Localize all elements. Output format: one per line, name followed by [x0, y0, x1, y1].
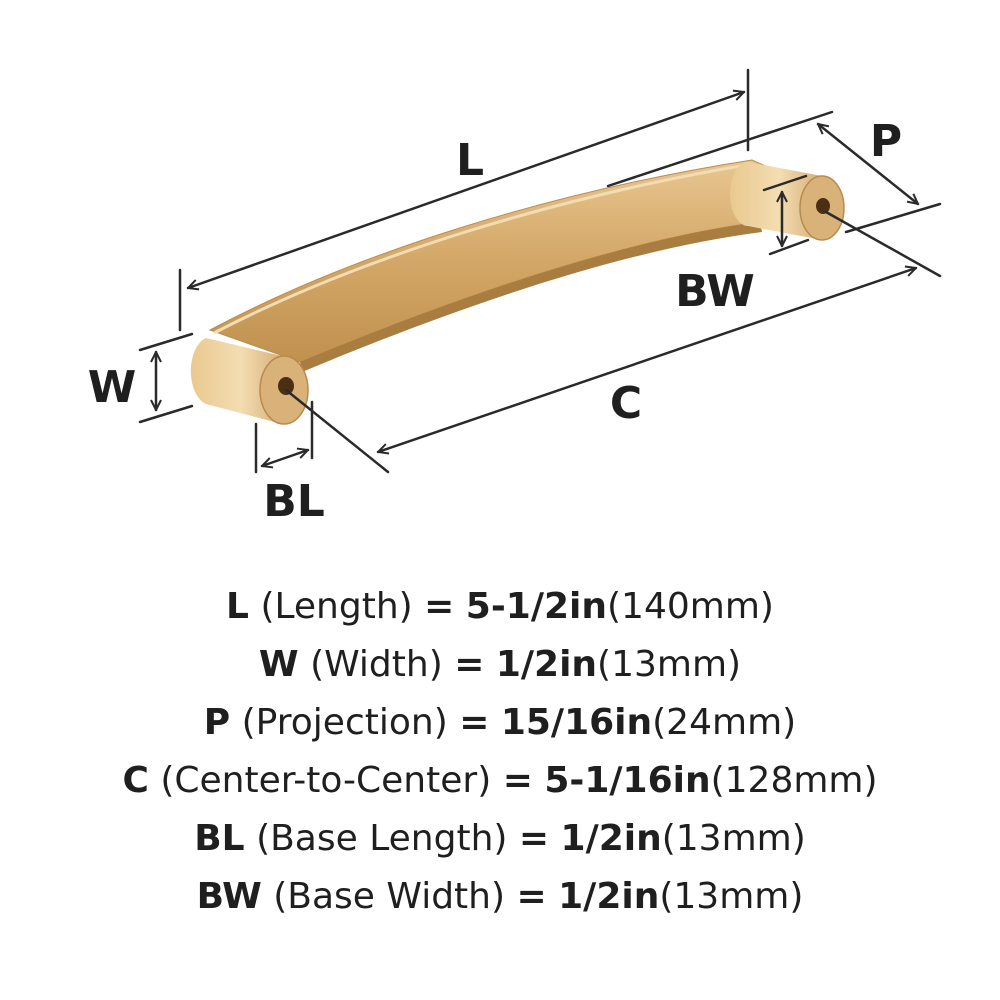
spec-metric: (128mm) [710, 760, 878, 801]
spec-imperial: 1/2in [560, 818, 662, 859]
spec-code: L [226, 586, 249, 627]
spec-equals: = [516, 876, 547, 917]
spec-equals: = [424, 586, 455, 627]
spec-name: (Center-to-Center) [160, 760, 492, 801]
spec-code: W [258, 644, 299, 685]
label-BL: BL [263, 476, 325, 527]
label-P: P [870, 116, 902, 167]
spec-name: (Base Width) [273, 876, 506, 917]
spec-equals: = [454, 644, 485, 685]
spec-equals: = [502, 760, 533, 801]
spec-metric: (140mm) [607, 586, 774, 627]
spec-metric: (13mm) [661, 818, 806, 859]
handle-bar [208, 159, 789, 363]
label-W: W [88, 362, 137, 413]
spec-row-base-width: BW (Base Width) = 1/2in(13mm) [0, 868, 1000, 926]
spec-row-width: W (Width) = 1/2in(13mm) [0, 636, 1000, 694]
spec-row-projection: P (Projection) = 15/16in(24mm) [0, 694, 1000, 752]
specification-list: L (Length) = 5-1/2in(140mm) W (Width) = … [0, 578, 1000, 926]
dimension-P: P [606, 110, 942, 234]
spec-name: (Length) [260, 586, 413, 627]
spec-row-length: L (Length) = 5-1/2in(140mm) [0, 578, 1000, 636]
spec-code: BW [196, 876, 262, 917]
right-screw-hole [816, 198, 830, 214]
dimension-W: W [88, 332, 194, 424]
spec-name: (Width) [310, 644, 443, 685]
label-C: C [610, 378, 642, 429]
spec-metric: (24mm) [652, 702, 797, 743]
left-screw-hole [278, 377, 294, 395]
spec-name: (Projection) [241, 702, 448, 743]
spec-code: C [122, 760, 149, 801]
spec-name: (Base Length) [256, 818, 508, 859]
spec-row-base-length: BL (Base Length) = 1/2in(13mm) [0, 810, 1000, 868]
label-L: L [456, 135, 484, 186]
spec-imperial: 1/2in [558, 876, 660, 917]
label-BW: BW [675, 266, 755, 317]
spec-imperial: 5-1/2in [465, 586, 607, 627]
spec-equals: = [459, 702, 490, 743]
spec-code: P [203, 702, 231, 743]
dimension-diagram: L P BW W C BL [88, 68, 942, 527]
dimension-L: L [178, 68, 750, 332]
spec-equals: = [518, 818, 550, 859]
spec-imperial: 5-1/16in [544, 760, 711, 801]
spec-imperial: 15/16in [500, 702, 653, 743]
dimension-C: C [284, 268, 916, 474]
spec-imperial: 1/2in [495, 644, 598, 685]
spec-code: BL [194, 818, 245, 859]
spec-metric: (13mm) [597, 644, 742, 685]
spec-metric: (13mm) [659, 876, 804, 917]
dimension-BL: BL [254, 400, 325, 527]
spec-row-center-to-center: C (Center-to-Center) = 5-1/16in(128mm) [0, 752, 1000, 810]
